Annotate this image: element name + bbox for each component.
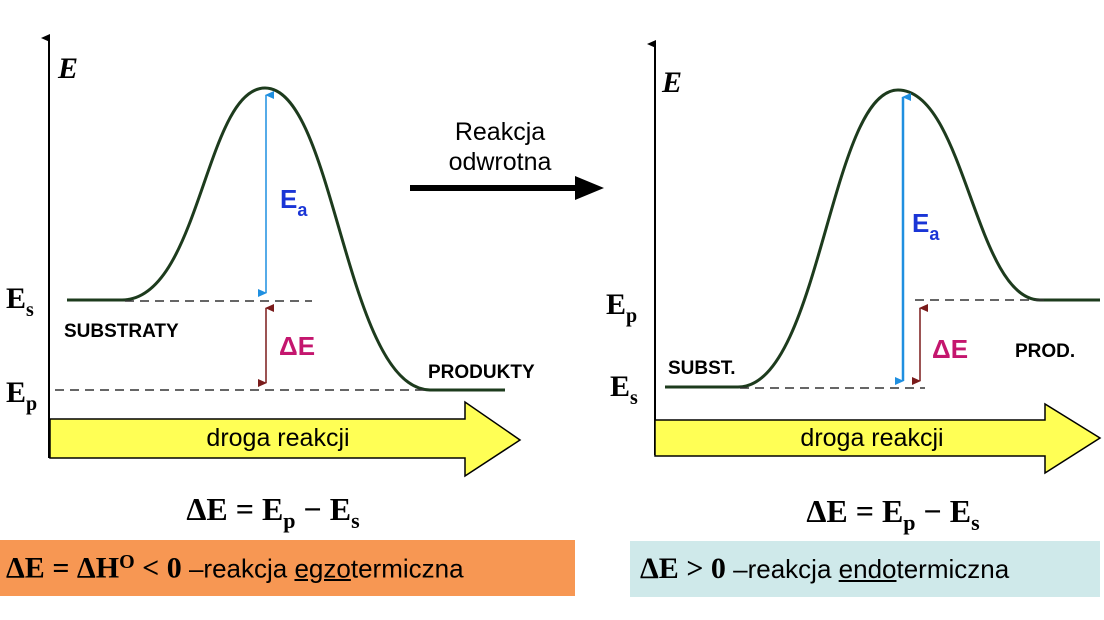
reverse-reaction: Reakcja odwrotna — [410, 118, 604, 200]
right-substrates-label: SUBST. — [668, 358, 736, 379]
endothermic-statement: ΔE > 0 –reakcja endotermiczna — [640, 552, 1010, 585]
left-es-label: Es — [6, 282, 34, 321]
right-formula: ΔE = Ep − Es — [806, 493, 980, 535]
reverse-arrow-head — [575, 176, 604, 200]
right-products-label: PROD. — [1015, 341, 1075, 362]
right-ep-label: Ep — [606, 288, 637, 327]
reverse-line1: Reakcja — [455, 118, 545, 146]
right-axis-label: E — [661, 66, 682, 99]
right-ea-label: Ea — [912, 208, 940, 244]
left-diagram: E droga reakcji Ea ΔE Es Ep SUBSTRATY PR… — [6, 34, 535, 533]
left-products-label: PRODUKTY — [428, 362, 535, 383]
right-path-label: droga reakcji — [800, 424, 943, 452]
right-diagram: E droga reakcji Ea ΔE Ep Es SUBST. PROD.… — [606, 40, 1102, 535]
left-axis-label: E — [57, 52, 78, 85]
endothermic-box: ΔE > 0 –reakcja endotermiczna — [630, 541, 1100, 597]
right-energy-curve — [665, 88, 1100, 389]
exothermic-statement: ΔE = ΔHO < 0 –reakcja egzotermiczna — [6, 550, 464, 585]
left-formula: ΔE = Ep − Es — [186, 491, 360, 533]
left-energy-curve — [67, 86, 505, 392]
left-substrates-label: SUBSTRATY — [64, 321, 179, 342]
left-ep-label: Ep — [6, 376, 37, 415]
right-reaction-path-arrow — [654, 402, 1102, 475]
left-delta-label: ΔE — [279, 331, 315, 361]
left-ea-label: Ea — [280, 184, 308, 220]
reverse-line2: odwrotna — [449, 148, 552, 176]
left-path-label: droga reakcji — [206, 424, 349, 452]
right-delta-label: ΔE — [932, 334, 968, 364]
exothermic-box: ΔE = ΔHO < 0 –reakcja egzotermiczna — [0, 540, 575, 596]
left-reaction-path-arrow — [49, 400, 522, 478]
right-es-label: Es — [610, 370, 638, 409]
